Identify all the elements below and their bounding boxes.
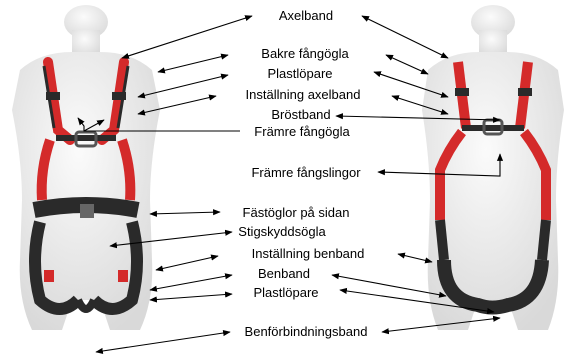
harness-front [29,57,143,315]
arrow-plastlopare-upper-left [137,73,229,99]
arrow-axelband-right [361,15,449,59]
arrow-bakre-fangogla-left [157,53,229,74]
arrow-benforbindningsband-left [95,329,231,355]
arrow-installning-benband-left [155,254,219,272]
arrow-stigskyddsogla [109,229,233,249]
label-installning-axelband: Inställning axelband [245,87,361,102]
label-bakre-fangogla: Bakre fångögla [261,46,349,61]
arrow-plastlopare-lower-right [339,287,495,315]
arrow-brostband [335,113,501,123]
label-benforbindningsband: Benförbindningsband [244,324,368,339]
arrow-installning-axelband-left [137,94,217,116]
label-benband: Benband [257,266,311,281]
arrow-bakre-fangogla-right [385,54,429,75]
arrow-axelband-left [121,15,253,59]
label-installning-benband: Inställning benband [251,246,365,261]
label-stigskyddsogla: Stigskyddsögla [238,224,326,239]
arrow-plastlopare-lower-left [149,291,233,303]
arrow-plastlopare-upper-right [373,71,449,98]
label-plastlopare-upper: Plastlöpare [267,66,333,81]
label-axelband: Axelband [278,8,334,23]
label-framre-fangogla: Främre fångögla [254,124,350,139]
callout-arrows [77,15,504,355]
label-plastlopare-lower: Plastlöpare [253,285,319,300]
label-brostband: Bröstband [271,107,331,122]
arrow-installning-axelband-right [391,95,449,115]
arrow-framre-fangogla-2 [83,119,105,132]
label-fastoglor-pa-sidan: Fästöglor på sidan [242,205,350,220]
arrow-installning-benband-right [397,252,433,264]
arrow-benband-left [149,273,233,292]
arrow-benforbindningsband-right [381,315,501,335]
arrow-framre-fangogla [77,117,240,132]
arrow-framre-fangslingor [377,153,504,177]
mannequin-front [12,5,160,330]
label-framre-fangslingor: Främre fångslingor [251,165,361,180]
arrow-fastoglor [149,209,221,217]
